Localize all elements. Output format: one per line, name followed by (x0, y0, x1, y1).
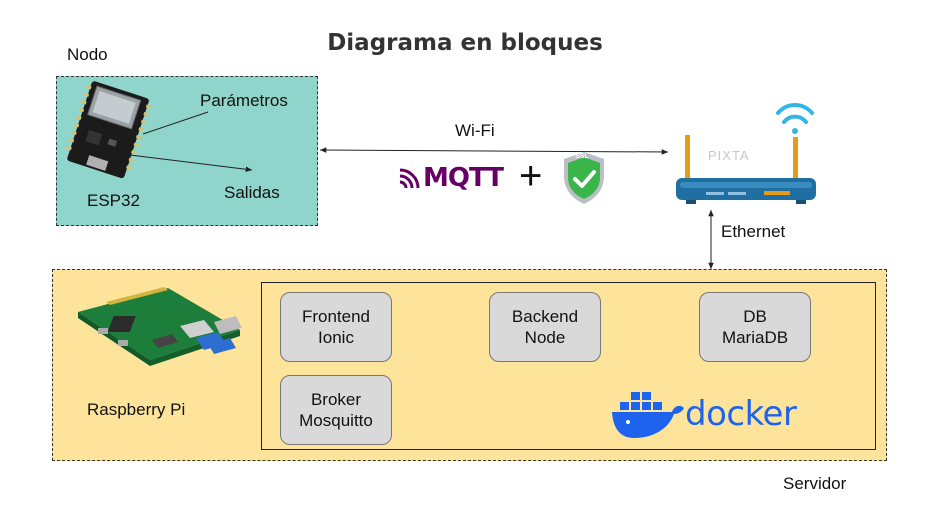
diagram-title: Diagrama en bloques (327, 30, 603, 56)
broker-block: Broker Mosquitto (280, 375, 392, 445)
backend-block: Backend Node (489, 292, 601, 362)
servidor-label: Servidor (783, 474, 847, 493)
broker-tech: Mosquitto (299, 411, 373, 430)
frontend-tech: Ionic (318, 328, 354, 347)
esp32-label: ESP32 (87, 191, 140, 210)
params-label: Parámetros (200, 91, 288, 110)
db-block: DB MariaDB (699, 292, 811, 362)
outputs-line (129, 154, 253, 173)
wifi-link-line (319, 147, 669, 155)
backend-title: Backend (511, 307, 579, 326)
outputs-label: Salidas (224, 183, 280, 202)
ethernet-label: Ethernet (721, 222, 786, 241)
raspberry-pi-board-icon (78, 287, 242, 366)
frontend-block: Frontend Ionic (280, 292, 392, 362)
router-icon (676, 102, 816, 204)
broker-title: Broker (310, 390, 362, 409)
mqtt-label: MQTT (423, 163, 504, 193)
ssl-label: SSL (575, 153, 589, 160)
plus-sign: + (519, 154, 543, 198)
ssl-shield-icon (564, 152, 604, 204)
frontend-title: Frontend (301, 307, 371, 326)
docker-label: docker (685, 394, 797, 434)
wifi-label: Wi-Fi (455, 121, 495, 140)
backend-tech: Node (524, 328, 566, 347)
esp32-board-icon (66, 81, 152, 179)
nodo-label: Nodo (67, 45, 108, 64)
docker-container (261, 282, 876, 450)
raspberry-pi-label: Raspberry Pi (87, 400, 186, 419)
params-line (142, 111, 209, 135)
docker-whale-icon (612, 392, 684, 438)
mqtt-logo-icon (399, 168, 420, 189)
db-tech: MariaDB (721, 328, 789, 347)
db-title: DB (743, 307, 767, 326)
watermark-text: PIXTA (708, 148, 750, 163)
